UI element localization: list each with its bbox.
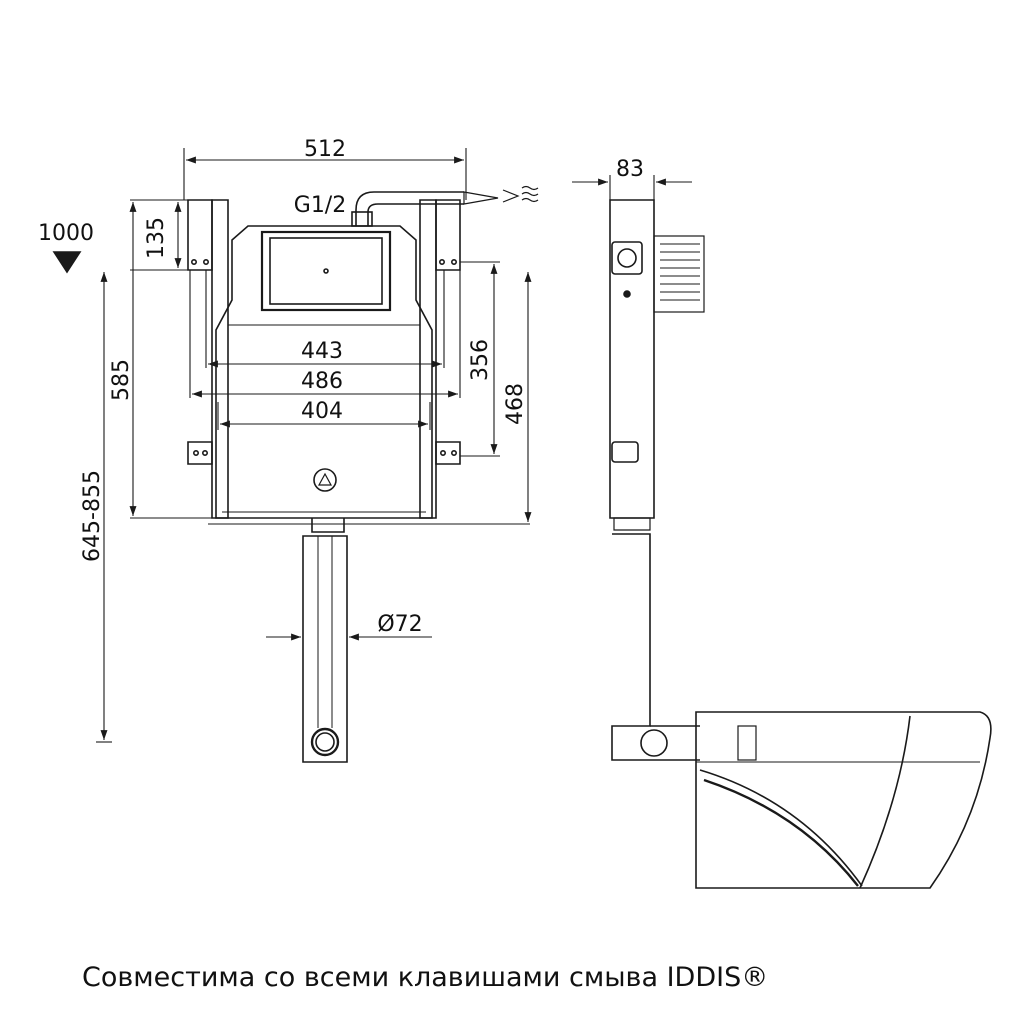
dim-vertical-spacing-1: 356	[468, 339, 493, 381]
dim-fix-spacing-2: 486	[301, 369, 343, 394]
dim-install-height-range: 645-855	[80, 470, 105, 562]
side-view	[609, 199, 992, 889]
dim-pipe-diameter: Ø72	[377, 612, 422, 637]
dim-top-bracket-height: 135	[144, 217, 169, 259]
compatibility-caption: Совместима со всеми клавишами смыва IDDI…	[82, 962, 769, 993]
dim-fix-spacing-1: 443	[301, 339, 343, 364]
water-inlet-icon	[502, 185, 539, 203]
dim-frame-height: 585	[109, 359, 134, 401]
front-view	[187, 191, 530, 763]
dim-vertical-spacing-2: 468	[503, 383, 528, 425]
dimension-lines	[96, 148, 692, 743]
dim-inlet-thread: G1/2	[294, 193, 346, 218]
dim-width-total: 512	[304, 137, 346, 162]
dim-fix-spacing-3: 404	[301, 399, 343, 424]
floor-level-icon	[52, 251, 82, 274]
dim-floor-mark: 1000	[38, 221, 94, 246]
dim-depth: 83	[616, 157, 644, 182]
